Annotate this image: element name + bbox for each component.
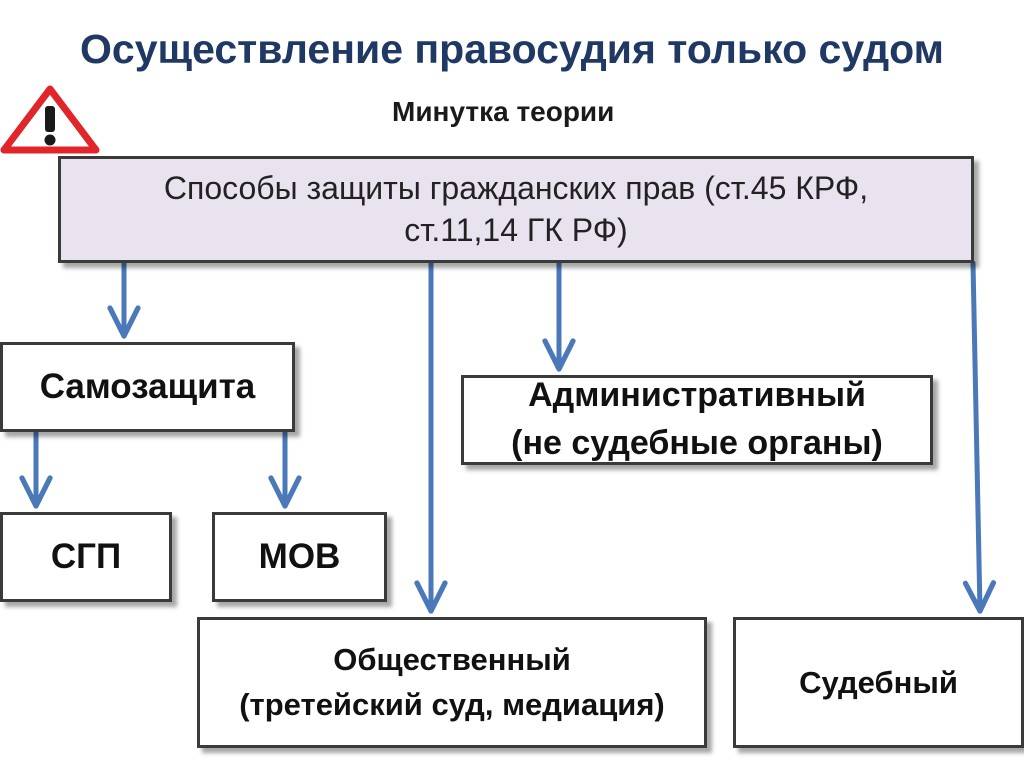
node-mov: МОВ xyxy=(212,512,387,602)
node-sgp: СГП xyxy=(0,512,172,602)
slide-subtitle: Минутка теории xyxy=(392,96,615,127)
node-judicial: Судебный xyxy=(733,617,1024,748)
node-mov-label: МОВ xyxy=(258,537,341,576)
root-node-line-1: Способы защиты гражданских прав (ст.45 К… xyxy=(163,169,869,206)
node-public: Общественный (третейский суд, медиация) xyxy=(197,617,707,748)
node-judicial-label: Судебный xyxy=(799,664,958,700)
arrow-root-to-judicial xyxy=(962,260,997,614)
node-administrative: Административный (не судебные органы) xyxy=(461,375,933,465)
root-node-protection-methods: Способы защиты гражданских прав (ст.45 К… xyxy=(58,156,974,263)
node-administrative-line-2: (не судебные органы) xyxy=(511,424,883,462)
node-self-defense: Самозащита xyxy=(0,342,295,432)
node-public-line-2: (третейский суд, медиация) xyxy=(239,686,665,722)
root-node-line-2: ст.11,14 ГК РФ) xyxy=(404,211,628,248)
node-public-line-1: Общественный xyxy=(333,641,571,677)
node-sgp-label: СГП xyxy=(50,537,122,576)
node-self-defense-label: Самозащита xyxy=(39,367,256,406)
warning-triangle-icon xyxy=(0,85,100,154)
slide-title: Осуществление правосудия только судом xyxy=(80,26,944,72)
node-administrative-line-1: Административный xyxy=(528,376,866,415)
